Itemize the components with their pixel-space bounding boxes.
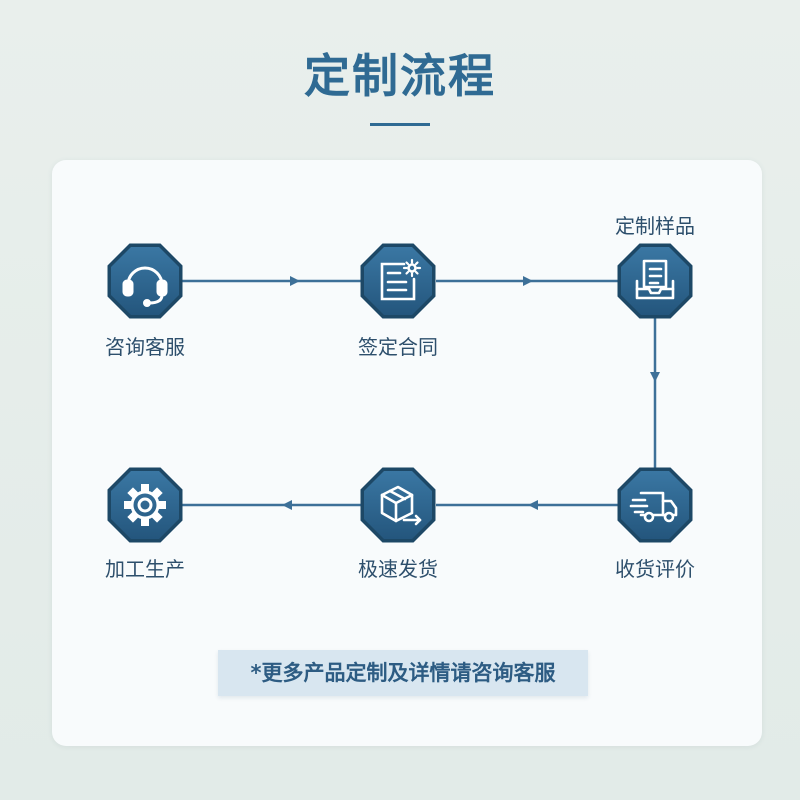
arrow-right-icon xyxy=(523,276,533,286)
step-node-receive xyxy=(617,467,693,543)
step-label-production: 加工生产 xyxy=(105,557,185,581)
note-banner xyxy=(218,650,588,696)
contract-gear-icon xyxy=(380,258,422,301)
step-label-receive: 收货评价 xyxy=(615,557,695,581)
page-title: 定制流程 xyxy=(304,49,496,103)
step-node-ship xyxy=(360,467,436,543)
step-node-consult xyxy=(107,243,183,319)
arrow-down-icon xyxy=(650,372,660,382)
package-arrow-icon xyxy=(380,485,422,526)
delivery-truck-icon xyxy=(629,491,678,523)
arrow-right-icon xyxy=(290,276,300,286)
step-node-contract xyxy=(360,243,436,319)
step-label-contract: 签定合同 xyxy=(358,335,438,359)
step-node-sample xyxy=(617,243,693,319)
step-label-consult: 咨询客服 xyxy=(105,335,185,359)
step-label-ship: 极速发货 xyxy=(358,557,438,581)
title-underline xyxy=(370,123,430,126)
step-node-production xyxy=(107,467,183,543)
note-text: *更多产品定制及详情请咨询客服 xyxy=(250,661,556,685)
headset-icon xyxy=(122,266,168,307)
document-tray-icon xyxy=(635,259,675,300)
arrow-left-icon xyxy=(528,500,538,510)
arrow-left-icon xyxy=(282,500,292,510)
step-label-sample: 定制样品 xyxy=(615,214,695,238)
